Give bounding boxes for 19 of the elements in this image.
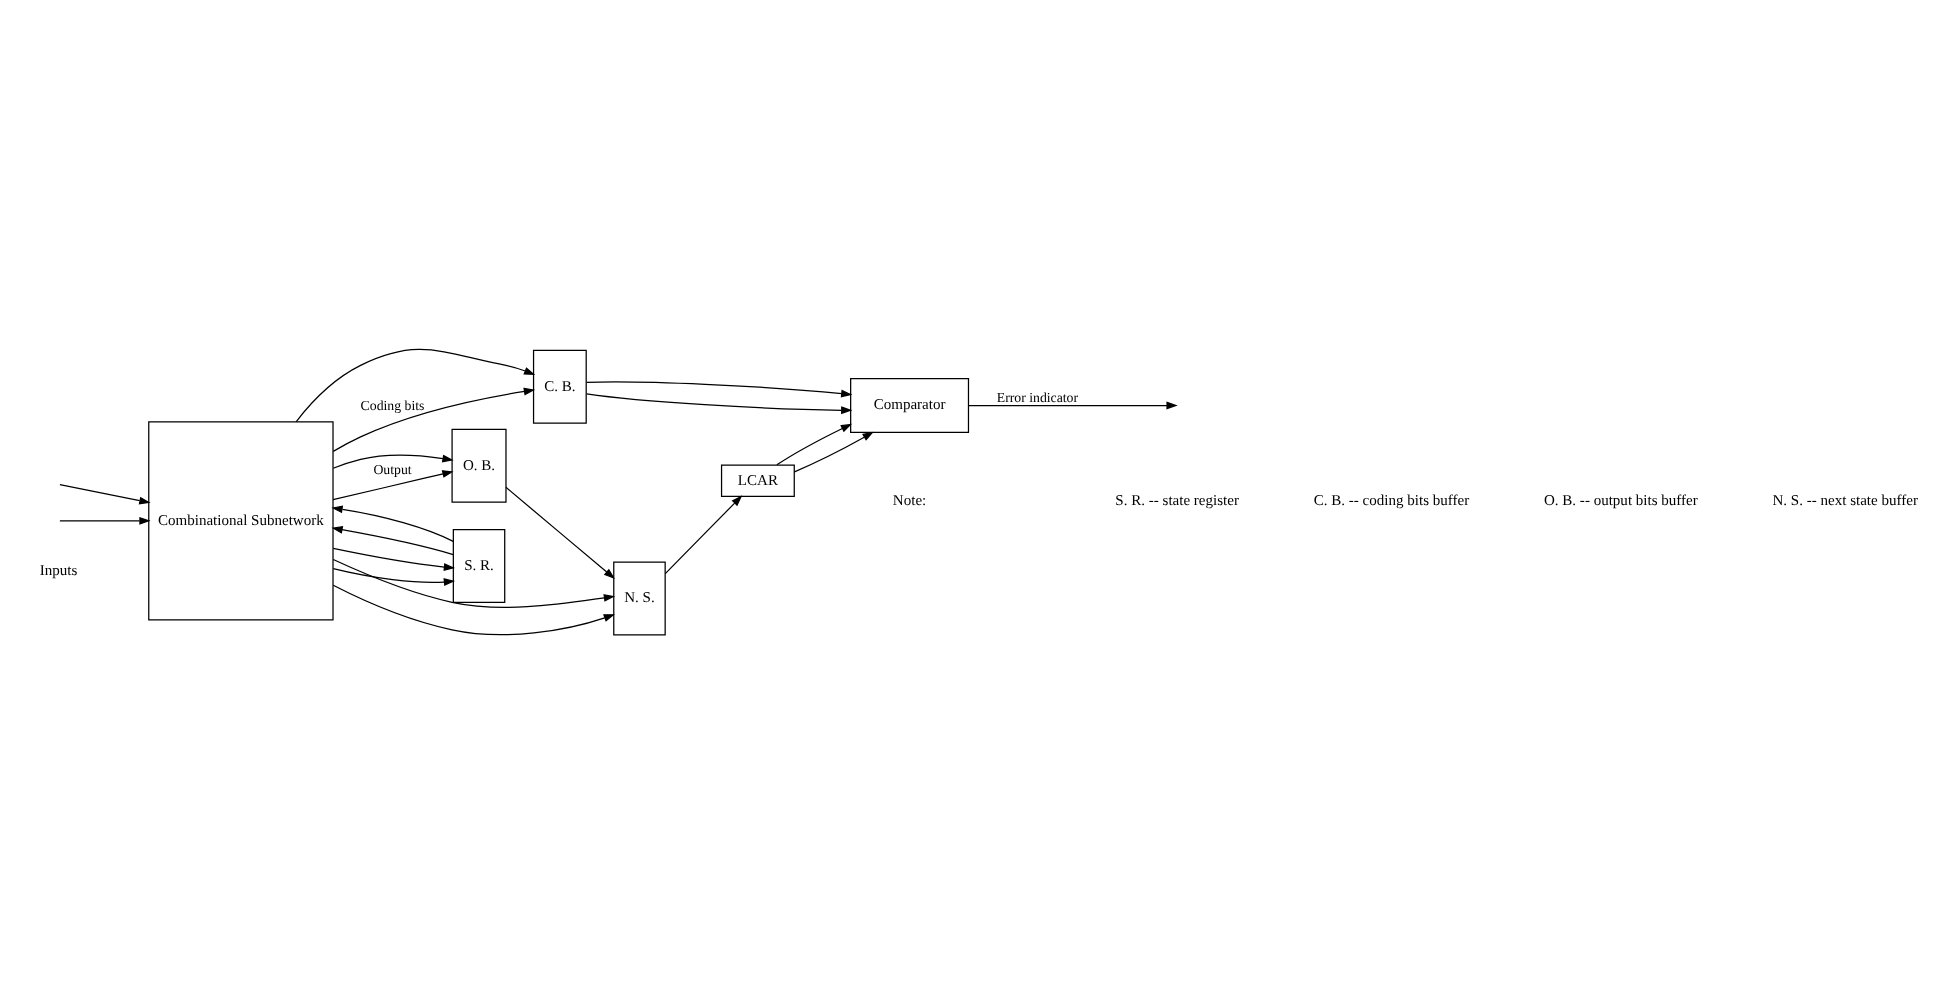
arrow [968, 401, 1178, 410]
arrow [586, 393, 853, 415]
arrow [332, 454, 454, 469]
arrow [59, 483, 151, 505]
arrow [332, 547, 456, 571]
arrow [331, 505, 454, 542]
arrow [793, 431, 874, 473]
arrow [332, 558, 616, 608]
arrow [664, 495, 743, 575]
arrow [586, 381, 853, 398]
arrow [332, 470, 454, 501]
arrow [505, 486, 615, 579]
arrow [295, 348, 536, 423]
arrow [59, 516, 151, 525]
arrow [332, 567, 456, 586]
arrow [332, 584, 615, 636]
arrow [332, 387, 536, 453]
arrow [776, 423, 853, 466]
arrow [331, 525, 454, 556]
